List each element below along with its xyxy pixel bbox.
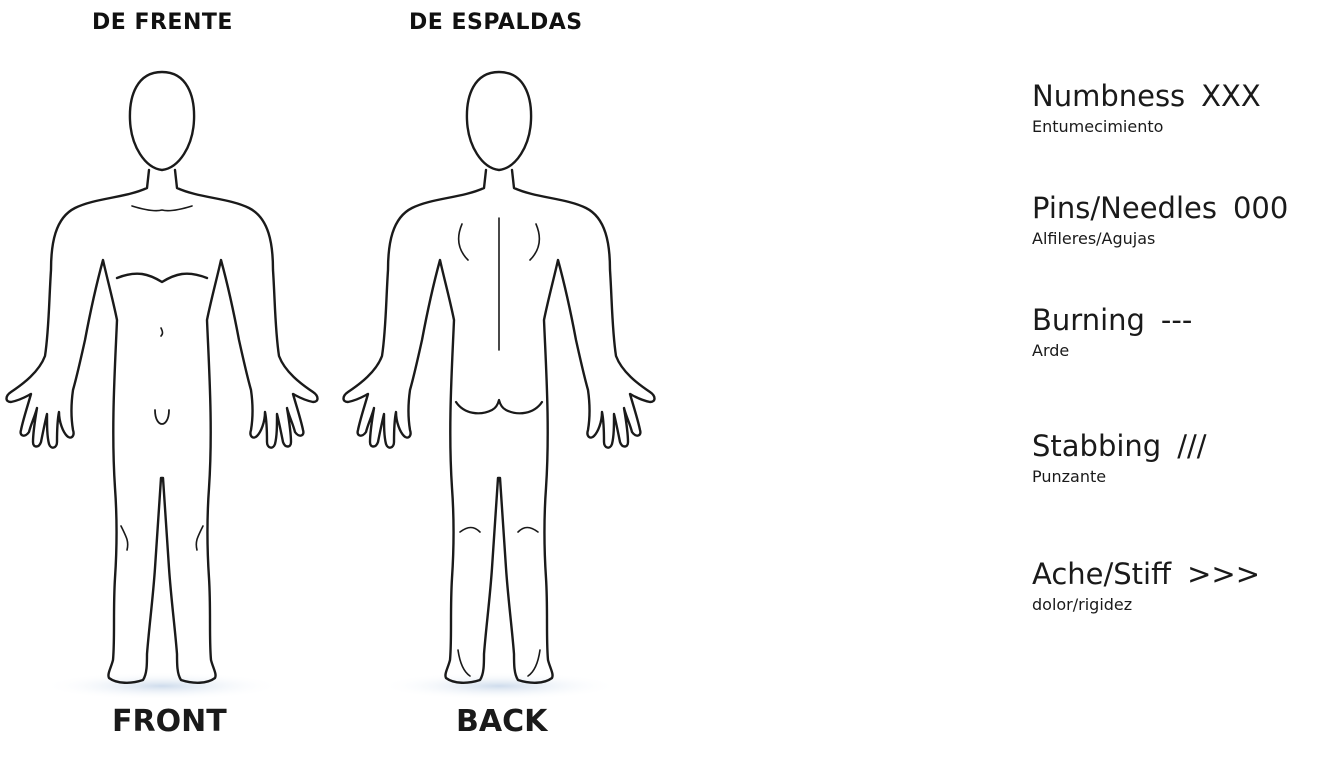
front-navel bbox=[161, 328, 163, 336]
legend-label: Ache/Stiff bbox=[1032, 557, 1171, 591]
front-clavicle bbox=[132, 206, 192, 211]
front-view-label: FRONT bbox=[112, 704, 227, 739]
legend-symbol: XXX bbox=[1201, 79, 1261, 113]
legend-label: Pins/Needles bbox=[1032, 191, 1217, 225]
legend-label: Burning bbox=[1032, 303, 1145, 337]
legend-symbol: /// bbox=[1177, 429, 1206, 463]
legend-main-line: Stabbing /// bbox=[1032, 428, 1207, 464]
legend-main-line: Pins/Needles 000 bbox=[1032, 190, 1288, 226]
back-head bbox=[467, 72, 531, 170]
legend-label: Stabbing bbox=[1032, 429, 1161, 463]
legend-label: Numbness bbox=[1032, 79, 1185, 113]
legend-translation: Alfileres/Agujas bbox=[1032, 228, 1288, 250]
back-buttocks bbox=[456, 400, 542, 413]
legend-symbol: >>> bbox=[1187, 557, 1260, 591]
legend-item-pins-needles: Pins/Needles 000 Alfileres/Agujas bbox=[1032, 190, 1288, 250]
legend-translation: Arde bbox=[1032, 340, 1192, 362]
back-knee-left bbox=[460, 528, 480, 533]
back-heel-left bbox=[458, 650, 470, 676]
legend-translation: Entumecimiento bbox=[1032, 116, 1261, 138]
legend-main-line: Burning --- bbox=[1032, 302, 1192, 338]
legend-main-line: Ache/Stiff >>> bbox=[1032, 556, 1260, 592]
back-heel-right bbox=[528, 650, 540, 676]
back-floor-shadow bbox=[379, 672, 619, 698]
legend-translation: dolor/rigidez bbox=[1032, 594, 1260, 616]
back-view-title: DE ESPALDAS bbox=[409, 10, 583, 35]
front-chest bbox=[117, 274, 207, 282]
front-body-figure[interactable] bbox=[0, 38, 327, 698]
back-scapula-right bbox=[530, 224, 539, 260]
front-view-title: DE FRENTE bbox=[92, 10, 233, 35]
legend-item-burning: Burning --- Arde bbox=[1032, 302, 1192, 362]
front-knee-right bbox=[196, 526, 203, 550]
legend-item-ache-stiff: Ache/Stiff >>> dolor/rigidez bbox=[1032, 556, 1260, 616]
legend-main-line: Numbness XXX bbox=[1032, 78, 1261, 114]
back-body-figure[interactable] bbox=[334, 38, 664, 698]
legend-symbol: --- bbox=[1161, 303, 1192, 337]
front-knee-left bbox=[121, 526, 128, 550]
front-body-outline bbox=[7, 170, 318, 683]
back-scapula-left bbox=[459, 224, 468, 260]
legend-item-numbness: Numbness XXX Entumecimiento bbox=[1032, 78, 1261, 138]
front-head bbox=[130, 72, 194, 170]
legend-translation: Punzante bbox=[1032, 466, 1207, 488]
front-groin bbox=[155, 410, 169, 424]
legend-item-stabbing: Stabbing /// Punzante bbox=[1032, 428, 1207, 488]
back-knee-right bbox=[518, 528, 538, 533]
legend-symbol: 000 bbox=[1233, 191, 1288, 225]
back-view-label: BACK bbox=[456, 704, 547, 739]
front-floor-shadow bbox=[42, 672, 282, 698]
